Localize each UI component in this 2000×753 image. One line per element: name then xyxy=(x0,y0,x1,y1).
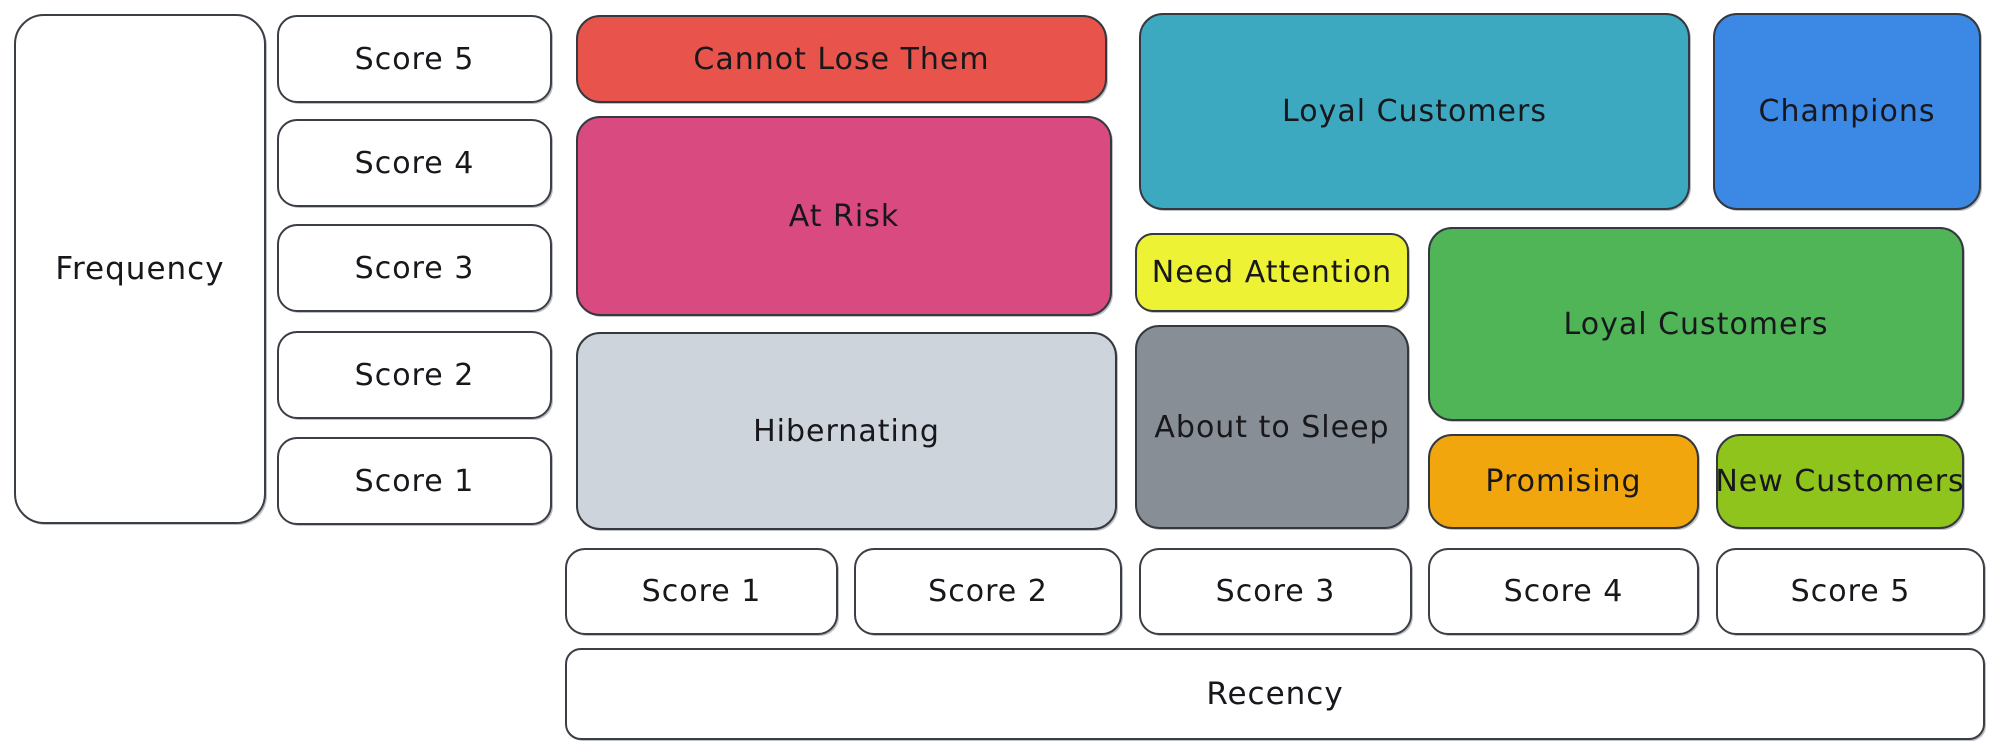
recency-axis-label: Recency xyxy=(1206,676,1344,712)
segment-new-customers: New Customers xyxy=(1715,434,1965,529)
recency-score-3-box: Score 3 xyxy=(1139,548,1412,635)
segment-promising-label: Promising xyxy=(1485,464,1642,499)
recency-score-1-box: Score 1 xyxy=(565,548,838,635)
segment-loyal-customers-mid-label: Loyal Customers xyxy=(1563,306,1829,342)
frequency-score-3-box: Score 3 xyxy=(277,224,552,312)
frequency-score-2-box: Score 2 xyxy=(277,331,552,419)
segment-champions-label: Champions xyxy=(1758,94,1936,129)
frequency-score-5-box: Score 5 xyxy=(277,15,552,103)
frequency-score-5-label: Score 5 xyxy=(354,41,475,77)
segment-about-to-sleep-label: About to Sleep xyxy=(1154,409,1390,445)
frequency-axis-label: Frequency xyxy=(55,251,225,287)
segment-champions: Champions xyxy=(1713,13,1981,210)
segment-need-attention: Need Attention xyxy=(1135,233,1409,312)
frequency-score-1-label: Score 1 xyxy=(354,463,475,499)
segment-hibernating-label: Hibernating xyxy=(753,413,940,449)
segment-loyal-customers-top: Loyal Customers xyxy=(1139,13,1690,210)
recency-axis-box: Recency xyxy=(565,648,1985,740)
segment-new-customers-label: New Customers xyxy=(1715,464,1965,499)
frequency-score-3-label: Score 3 xyxy=(354,250,475,286)
recency-score-2-box: Score 2 xyxy=(854,548,1122,635)
frequency-score-4-box: Score 4 xyxy=(277,119,552,207)
segment-at-risk: At Risk xyxy=(576,116,1112,316)
segment-hibernating: Hibernating xyxy=(576,332,1117,530)
recency-score-5-box: Score 5 xyxy=(1716,548,1985,635)
recency-score-5-label: Score 5 xyxy=(1790,574,1911,609)
recency-score-2-label: Score 2 xyxy=(928,574,1048,609)
frequency-score-2-label: Score 2 xyxy=(354,357,475,393)
frequency-axis-box: Frequency xyxy=(14,14,266,524)
recency-score-4-label: Score 4 xyxy=(1503,574,1624,609)
segment-cannot-lose-them: Cannot Lose Them xyxy=(576,15,1107,103)
recency-score-3-label: Score 3 xyxy=(1215,574,1336,609)
segment-about-to-sleep: About to Sleep xyxy=(1135,325,1409,529)
segment-cannot-lose-them-label: Cannot Lose Them xyxy=(693,41,990,77)
recency-score-4-box: Score 4 xyxy=(1428,548,1699,635)
recency-score-1-label: Score 1 xyxy=(641,574,762,609)
frequency-score-1-box: Score 1 xyxy=(277,437,552,525)
segment-loyal-customers-top-label: Loyal Customers xyxy=(1282,94,1547,129)
segment-loyal-customers-mid: Loyal Customers xyxy=(1428,227,1964,421)
segment-promising: Promising xyxy=(1428,434,1699,529)
segment-need-attention-label: Need Attention xyxy=(1151,255,1393,290)
frequency-score-4-label: Score 4 xyxy=(354,145,475,181)
segment-at-risk-label: At Risk xyxy=(788,198,900,234)
